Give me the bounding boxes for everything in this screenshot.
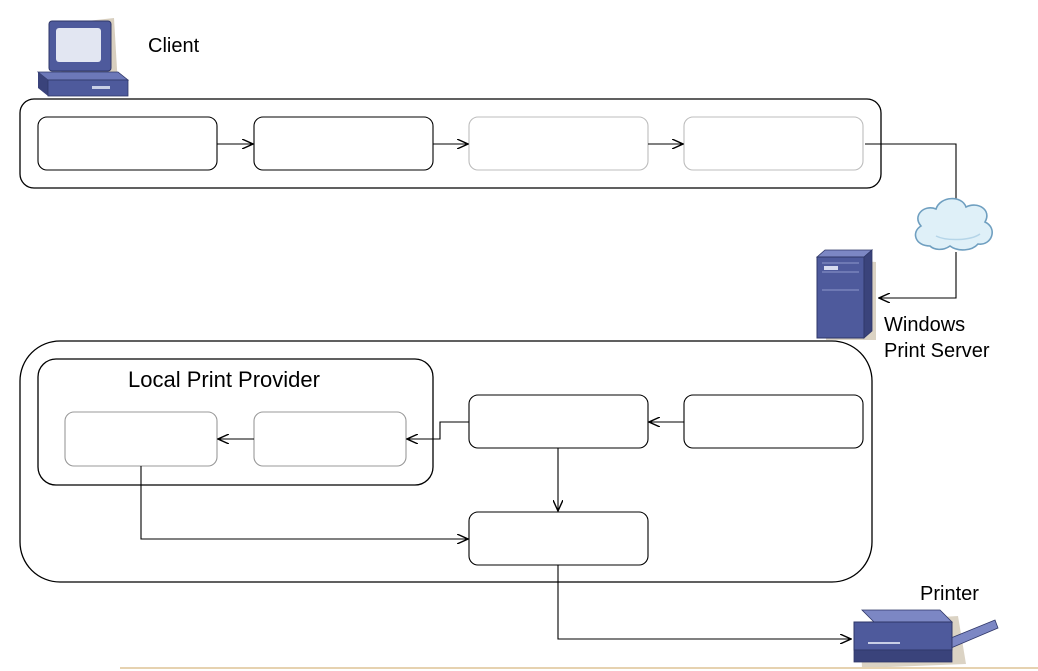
server-tower-icon: [815, 249, 876, 340]
client-stage-4: [683, 116, 864, 171]
arrow-provider-to-bottom: [140, 466, 468, 539]
server-stage-bottom: [468, 511, 649, 566]
connector-client-to-cloud: [865, 143, 957, 202]
server-stage-right: [683, 394, 864, 449]
connector-bottom-to-printer: [557, 565, 851, 639]
cloud-icon: [914, 197, 993, 251]
windows-print-server-label: Windows Print Server: [884, 312, 990, 364]
printer-label: Printer: [920, 583, 979, 605]
printer-icon: [853, 609, 999, 668]
computer-icon: [36, 18, 130, 97]
server-label-line-1: Windows: [884, 314, 966, 336]
provider-stage-left: [64, 411, 218, 467]
arrow-middle-to-provider: [407, 421, 469, 439]
provider-stage-right: [253, 411, 407, 467]
client-stage-2: [253, 116, 434, 171]
server-container: [19, 340, 873, 583]
client-stage-1: [37, 116, 218, 171]
client-stage-3: [468, 116, 649, 171]
client-label: Client: [148, 35, 200, 57]
server-label-line-2: Print Server: [884, 340, 990, 362]
server-stage-middle: [468, 394, 649, 449]
local-print-provider-label: Local Print Provider: [128, 367, 320, 392]
connector-cloud-to-server: [879, 252, 957, 298]
